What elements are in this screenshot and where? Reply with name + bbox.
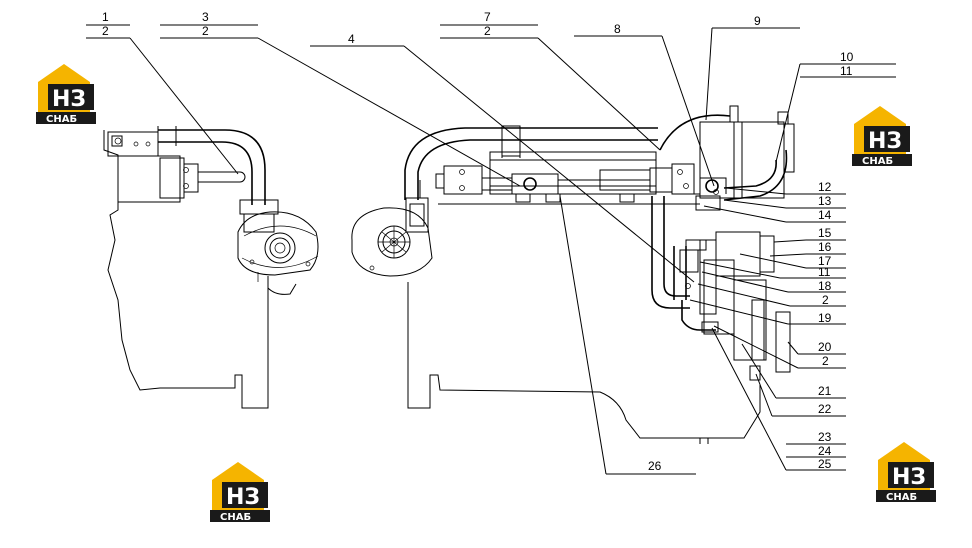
callout-7-bottom: 2 [484,24,491,38]
right-label-12: 12 [818,180,832,194]
callout-4-top: 4 [348,32,355,46]
callout-1-bottom: 2 [102,24,109,38]
callout-7-top: 7 [484,10,491,24]
right-label-18: 18 [818,279,832,293]
callout-labels: 1 2 3 2 4 7 2 8 9 10 11 12 13 14 15 16 1… [102,10,854,473]
callout-3-top: 3 [202,10,209,24]
logo-mark: НЗ [52,87,86,112]
logo-text: СНАБ [220,512,251,523]
right-label-14: 14 [818,208,832,222]
logo-top-left: НЗ СНАБ [36,64,96,125]
right-label-13: 13 [818,194,832,208]
right-label-20: 20 [818,340,832,354]
logo-text: СНАБ [46,114,77,125]
callout-10-top: 10 [840,50,854,64]
right-label-23: 23 [818,430,832,444]
logo-bottom-left: НЗ СНАБ [210,462,270,523]
logo-mark: НЗ [868,129,902,154]
logo-top-right: НЗ СНАБ [852,106,912,167]
leader-lines [86,24,896,475]
right-label-21: 21 [818,384,832,398]
logo-bottom-right: НЗ СНАБ [876,442,936,503]
left-engine-view [103,126,319,409]
right-label-2a: 2 [822,293,829,307]
right-engine-view [351,105,795,444]
right-label-22: 22 [818,402,832,416]
callout-3-bottom: 2 [202,24,209,38]
logo-mark: НЗ [892,465,926,490]
right-label-2b: 2 [822,354,829,368]
right-label-24: 24 [818,444,832,458]
callout-10-bottom: 11 [840,64,853,78]
logo-mark: НЗ [226,485,260,510]
callout-8-top: 8 [614,22,621,36]
right-label-17: 17 [818,254,832,268]
right-label-19: 19 [818,311,832,325]
logo-text: СНАБ [886,492,917,503]
callout-1-top: 1 [102,10,109,24]
callout-9-top: 9 [754,14,761,28]
right-label-16: 16 [818,240,832,254]
right-label-11: 11 [818,265,831,279]
bottom-label-26: 26 [648,459,662,473]
logo-text: СНАБ [862,156,893,167]
right-label-25: 25 [818,457,832,471]
right-label-15: 15 [818,226,832,240]
